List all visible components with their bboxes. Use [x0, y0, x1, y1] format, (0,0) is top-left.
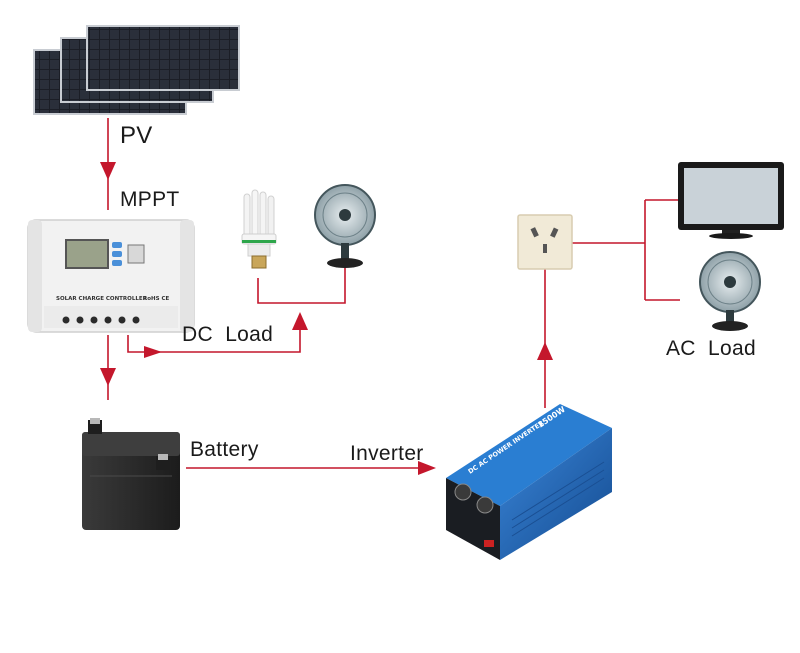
cfl-bulb [241, 189, 277, 269]
controller-caption: SOLAR CHARGE CONTROLLER [56, 296, 148, 302]
arrow-to-inverter [418, 461, 436, 475]
arrow-to-dc-line [144, 346, 162, 358]
arrow-to-battery [100, 368, 116, 386]
arrow-to-dc-load [292, 312, 308, 330]
controller-marks: RoHS CE [143, 296, 170, 302]
dc-load-label: DC Load [182, 323, 274, 346]
dc-fan [314, 184, 376, 268]
arrow-to-mppt [100, 162, 116, 180]
wiring [107, 118, 680, 469]
pv-label: PV [120, 122, 153, 149]
arrow-to-socket [537, 342, 553, 360]
battery [82, 418, 180, 530]
wall-socket [517, 214, 573, 270]
solar-panels [33, 25, 240, 115]
inverter-label: Inverter [350, 442, 424, 465]
arrowheads [100, 162, 553, 475]
tv [678, 162, 784, 239]
mppt-label: MPPT [120, 188, 180, 211]
usb-port [127, 244, 145, 264]
inverter [446, 404, 612, 560]
lcd-screen [65, 239, 109, 269]
charge-controller [27, 219, 195, 333]
battery-label: Battery [190, 438, 259, 461]
ac-fan [699, 251, 761, 331]
ac-load-label: AC Load [666, 337, 756, 360]
